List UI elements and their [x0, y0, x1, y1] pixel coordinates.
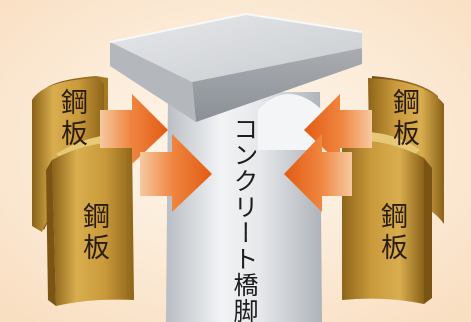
label-steel-plate-front-right: 鋼板 — [376, 202, 407, 264]
arrow-lower-left — [140, 134, 212, 212]
arrow-lower-right — [284, 134, 352, 212]
label-concrete-pier: コンクリート橋脚 — [230, 116, 259, 322]
arrow-upper-right — [304, 94, 372, 164]
arrow-upper-left — [100, 94, 168, 164]
label-steel-plate-front-left: 鋼板 — [78, 202, 109, 264]
label-steel-plate-back-right: 鋼板 — [388, 88, 419, 150]
label-steel-plate-back-left: 鋼板 — [56, 88, 87, 150]
concrete-pier — [109, 12, 363, 322]
